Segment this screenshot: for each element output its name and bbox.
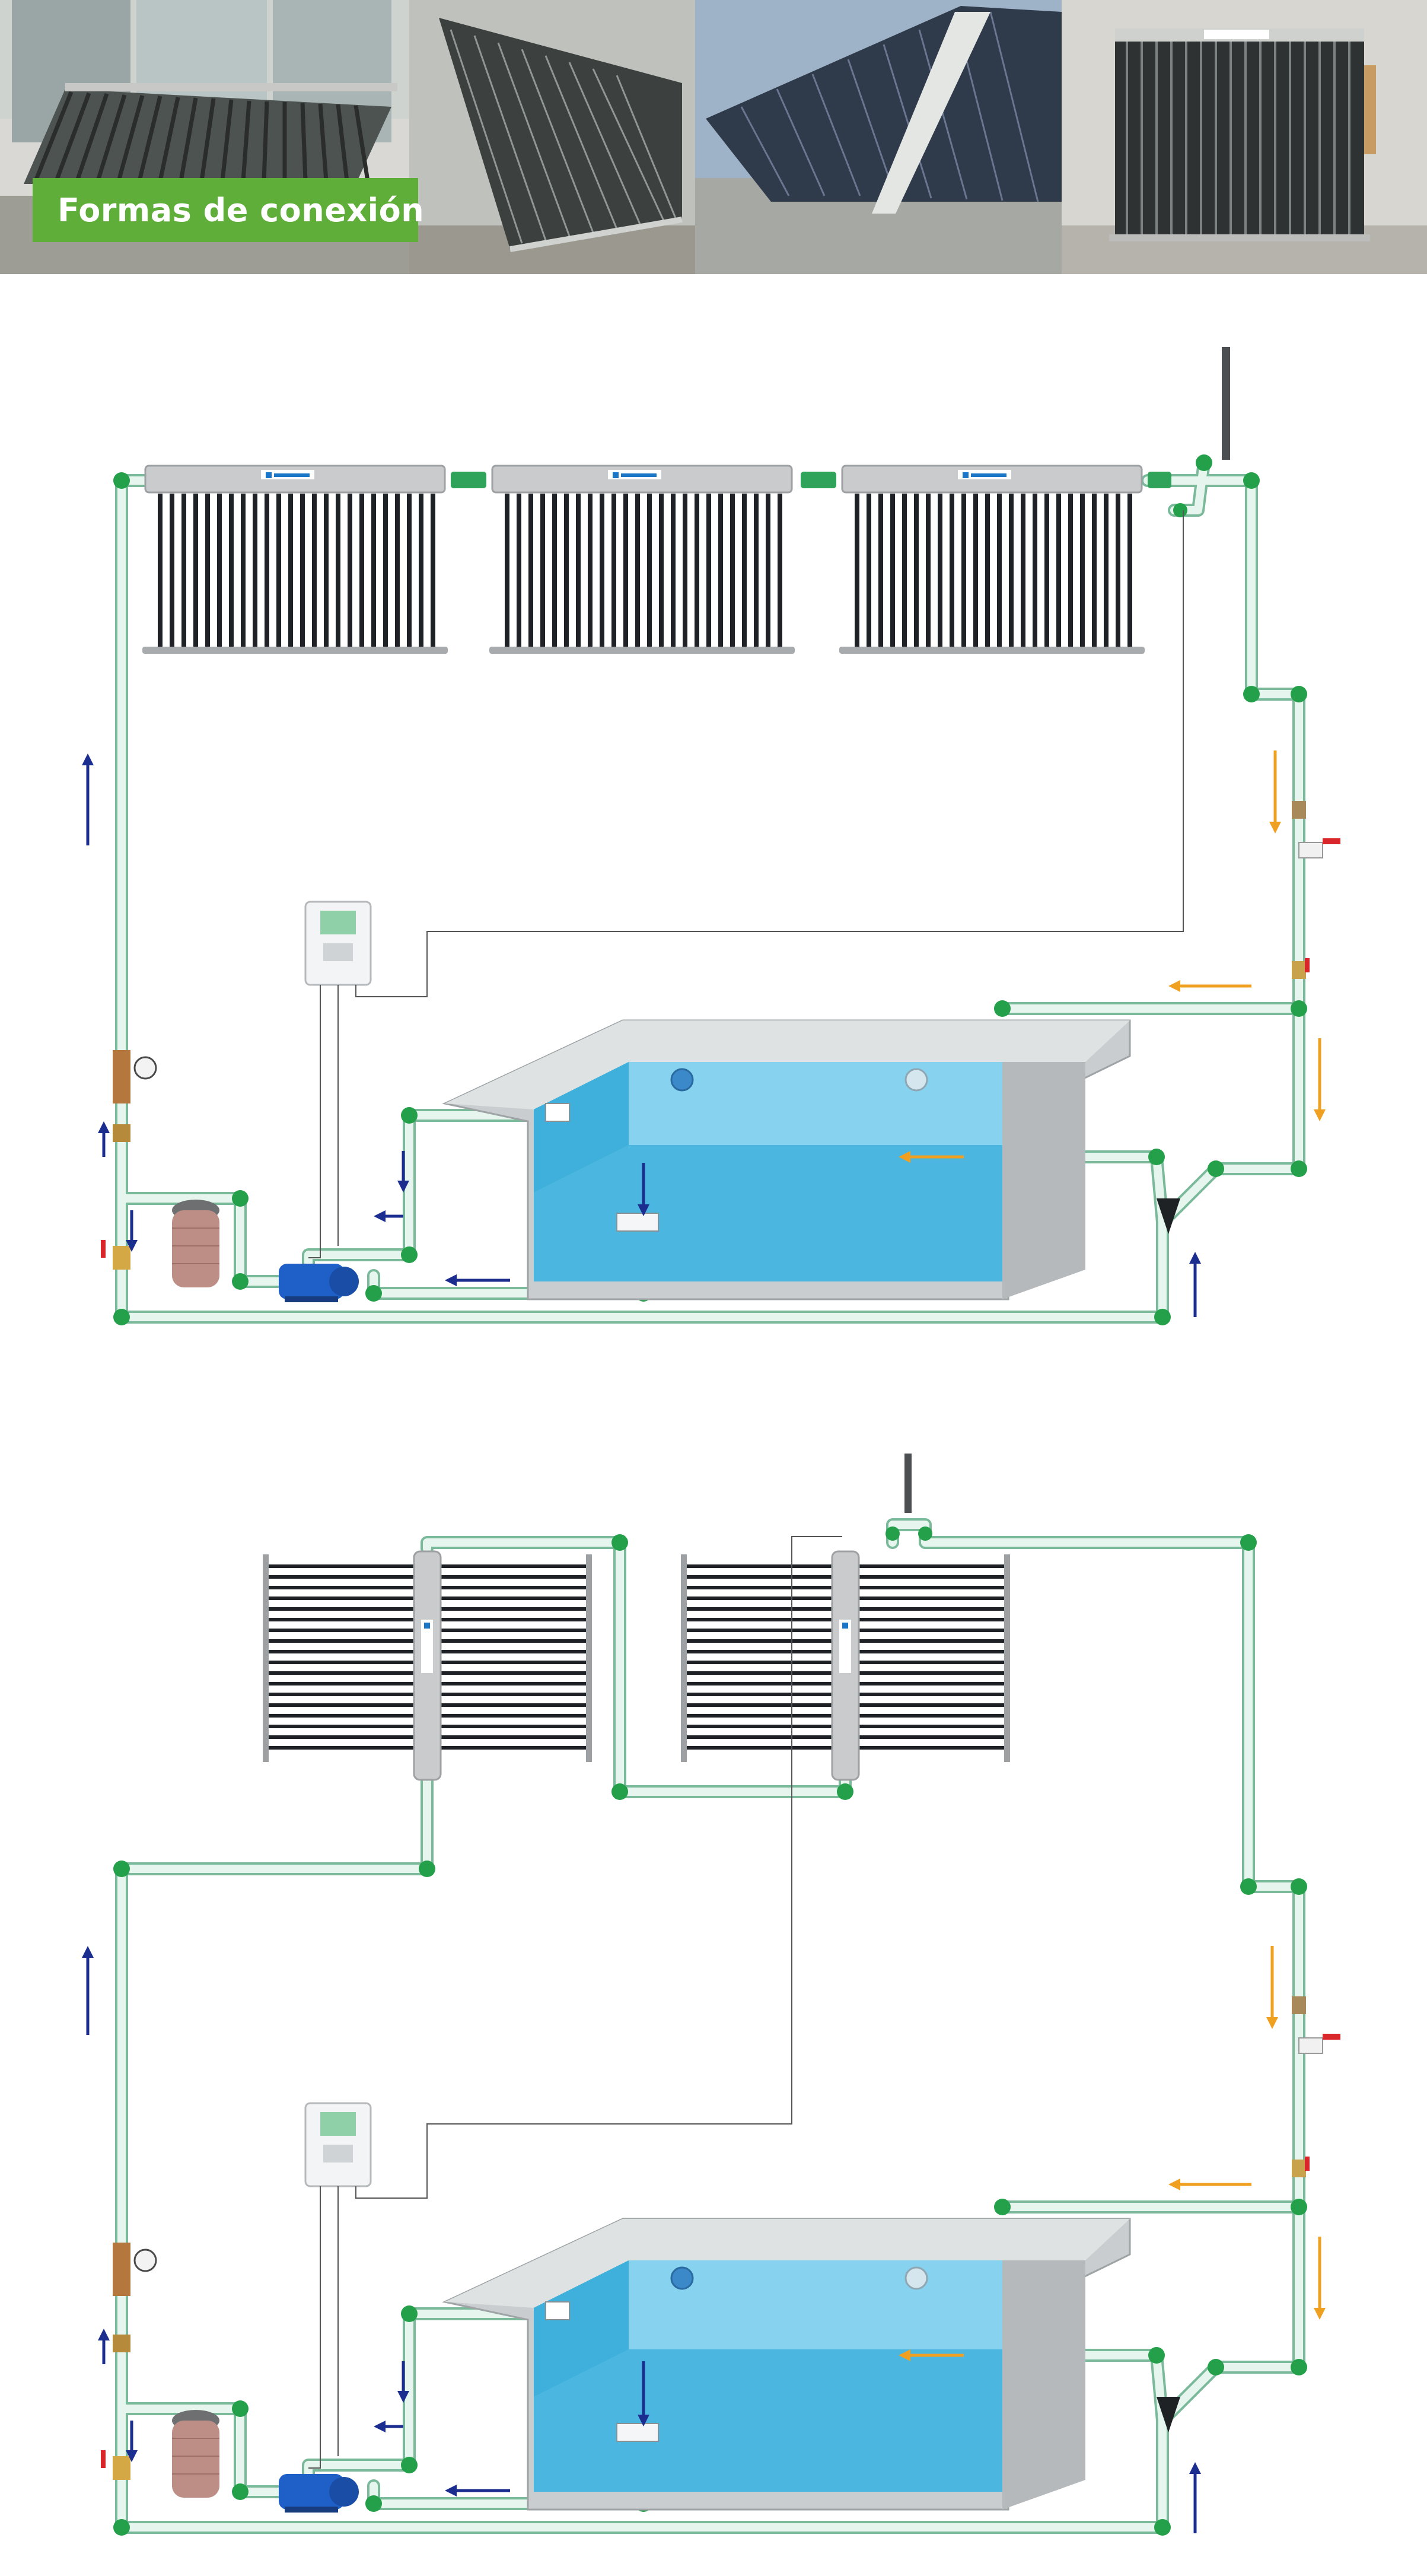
sand-filter-icon <box>172 1200 219 1287</box>
ball-valve-icon <box>113 1050 130 1103</box>
header-collector-diagram <box>0 1424 1427 2574</box>
pool-pump-icon <box>279 1264 359 1302</box>
drain-icon <box>616 1213 659 1232</box>
collector-2 <box>681 1550 1010 1781</box>
return-inlet-icon <box>670 2266 694 2290</box>
collector-3 <box>839 465 1145 654</box>
controller-icon <box>304 2102 372 2187</box>
collector-angled-photo <box>409 0 695 274</box>
pressure-gauge-icon <box>133 2249 157 2272</box>
skimmer-icon <box>545 2301 570 2320</box>
air-vent-icon <box>1222 347 1230 460</box>
photo-strip <box>0 0 1427 274</box>
pressure-gauge-icon <box>133 1056 157 1080</box>
collector-1 <box>263 1550 592 1781</box>
collectors-rooftop-photo <box>695 0 1062 274</box>
tee-valve-icon <box>1157 1198 1180 1234</box>
collector-1 <box>142 465 448 654</box>
sand-filter-icon <box>172 2410 219 2498</box>
drain-icon <box>616 2423 659 2442</box>
controller-icon <box>304 901 372 986</box>
swimming-pool <box>442 2218 1131 2511</box>
vacuum-tube-collector-diagram <box>0 320 1427 1353</box>
section-title-badge: Formas de conexión <box>33 178 424 242</box>
air-vent-icon <box>904 1454 912 1513</box>
swimming-pool <box>442 1019 1131 1300</box>
tee-valve-icon <box>1157 2397 1180 2432</box>
collector-2 <box>489 465 795 654</box>
page-title: Formas de conexión <box>58 191 425 229</box>
pool-pump-icon <box>279 2474 359 2513</box>
return-inlet-icon <box>670 1068 694 1092</box>
ball-valve-icon <box>113 2243 130 2296</box>
skimmer-icon <box>545 1103 570 1122</box>
collector-front-photo <box>1062 0 1427 274</box>
